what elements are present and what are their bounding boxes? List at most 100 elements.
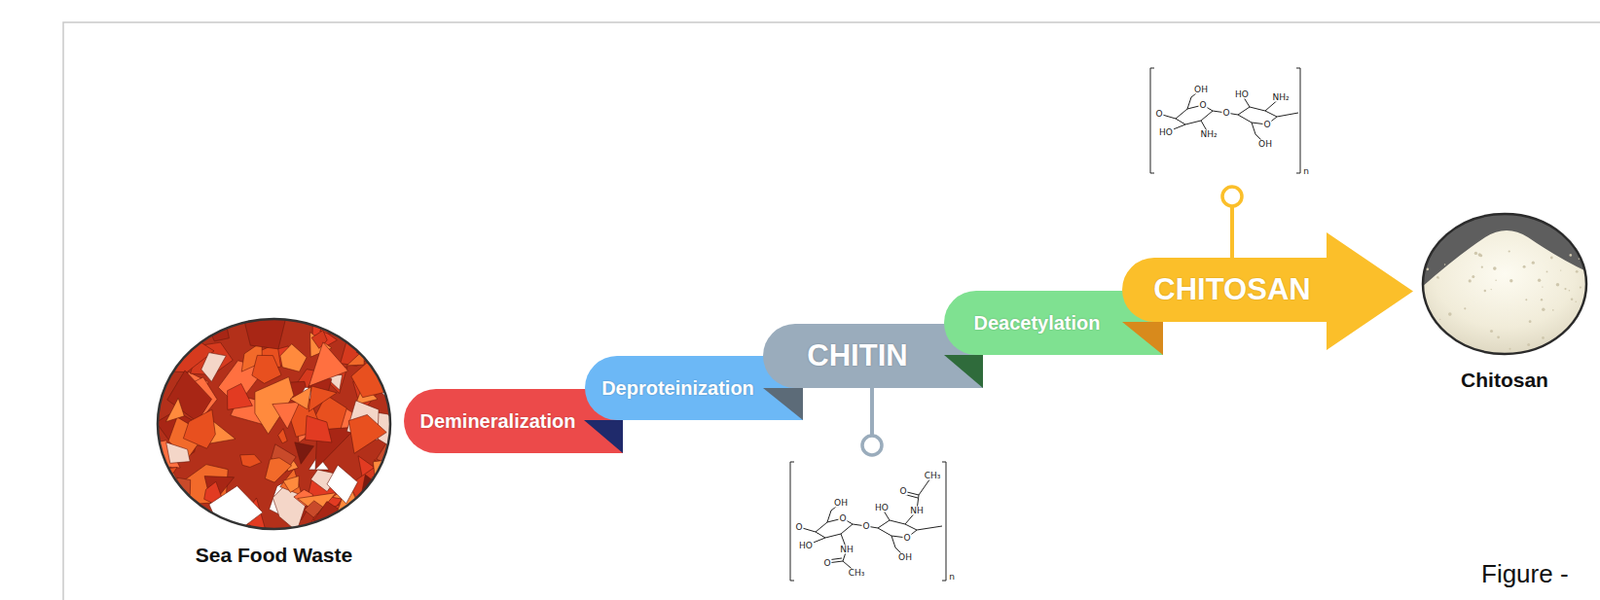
powder-grain [1439, 319, 1441, 321]
chitin-structure [790, 462, 946, 582]
photo-rim [157, 319, 391, 530]
bonds [881, 475, 943, 558]
powder-grain [1420, 345, 1423, 349]
photo-rim [1422, 214, 1587, 355]
atom-label: O [1262, 120, 1272, 130]
powder-grain [1463, 307, 1466, 310]
powder-grain [1537, 279, 1541, 283]
shell-fragment [167, 498, 193, 520]
fold-triangle [763, 388, 803, 421]
powder-grain [1425, 267, 1429, 271]
atom-label: O [1198, 101, 1207, 110]
step-label: CHITOSAN [1153, 272, 1310, 308]
atom-label: CH₃ [847, 569, 867, 579]
atom-label: HO [873, 504, 890, 513]
atom-label: O [902, 534, 911, 544]
shell-fragment [155, 317, 192, 353]
shell-fragment [166, 398, 185, 422]
shell-ground [155, 317, 393, 532]
powder-grain [1494, 280, 1496, 282]
bonds [1241, 94, 1299, 145]
powder-grain [1465, 350, 1468, 353]
shell-fragment [283, 476, 299, 494]
powder-grain [1471, 275, 1475, 279]
powder-grain [1492, 266, 1497, 271]
atom-label: OH [833, 499, 849, 509]
atom-label: NH₂ [1199, 130, 1218, 140]
powder-grain [1552, 309, 1555, 312]
polymer-brackets [790, 462, 946, 582]
powder-grain [1523, 265, 1527, 269]
powder-grain [1556, 283, 1561, 288]
shell-fragment [168, 335, 185, 350]
atom-label: OH [1257, 140, 1273, 149]
figure-caption: Figure - [1481, 560, 1569, 590]
powder-grain [1540, 298, 1543, 301]
atom-label: OH [897, 553, 913, 563]
atom-label: NH₂ [1271, 93, 1290, 103]
bonds [799, 503, 878, 574]
atom-label: O [898, 487, 908, 497]
powder-grain [1448, 312, 1453, 317]
shell-fragment [313, 502, 362, 532]
step-label: Deacetylation [973, 312, 1100, 335]
shell-fragment [372, 458, 393, 508]
shell-fragment [307, 317, 350, 331]
shell-fragment [349, 468, 389, 521]
powder-grain [1496, 335, 1500, 339]
chitosan-structure [1150, 68, 1301, 174]
powder-grain [1527, 343, 1530, 347]
shell-fragment [344, 317, 382, 339]
chitin-leader-line [870, 388, 874, 437]
photo-label: Chitosan [1460, 368, 1549, 393]
chitosan-arrow: CHITOSAN [1122, 232, 1414, 351]
powder-grain [1478, 253, 1482, 256]
powder-grain [1478, 254, 1482, 257]
shell-fragment [290, 387, 312, 410]
shell-fragment [184, 324, 207, 340]
atom-label: O [1154, 109, 1164, 119]
shell-fragment [356, 327, 393, 366]
shell-photo [155, 317, 393, 532]
powder-grain [1541, 286, 1543, 288]
powder-grain [1490, 329, 1493, 333]
shell-fragment [168, 348, 181, 363]
powder-grain [1581, 336, 1586, 341]
step-label: Demineralization [419, 410, 576, 434]
powder-grain [1528, 320, 1532, 324]
atom-label: NH [909, 507, 925, 516]
powder-grain [1508, 250, 1511, 253]
step-label: Deproteinization [601, 377, 755, 400]
powder-grain [1481, 266, 1484, 269]
powder-grain [1490, 289, 1492, 291]
shell-fragment [278, 429, 289, 444]
shell-fragment [327, 465, 359, 505]
powder-grain [1484, 290, 1487, 292]
shell-fragment [308, 386, 337, 412]
powder-grain [1563, 288, 1566, 291]
powder-grain [1579, 287, 1582, 290]
powder-backdrop [1420, 212, 1589, 357]
powder-grain [1509, 348, 1512, 351]
shell-fragment [308, 342, 348, 387]
leader-dot [862, 436, 882, 456]
atom-label: n [947, 573, 956, 582]
polymer-brackets [1150, 68, 1301, 174]
shell-pile [155, 317, 393, 532]
fold-triangle [583, 420, 623, 454]
atom-label: O [861, 522, 871, 532]
powder-grain [1531, 261, 1535, 265]
shell-fragment [294, 442, 315, 465]
shell-fragment [182, 409, 216, 449]
shell-fragment [155, 339, 167, 353]
shell-fragment [305, 416, 332, 443]
shell-fragment [280, 344, 307, 373]
shell-fragment [348, 414, 387, 454]
shell-fragment [321, 317, 334, 322]
powder-grain [1550, 256, 1554, 260]
powder-grain [1569, 254, 1573, 257]
powder-grain [1568, 290, 1571, 292]
photo-label: Sea Food Waste [195, 544, 353, 568]
atom-label: NH [838, 545, 855, 555]
